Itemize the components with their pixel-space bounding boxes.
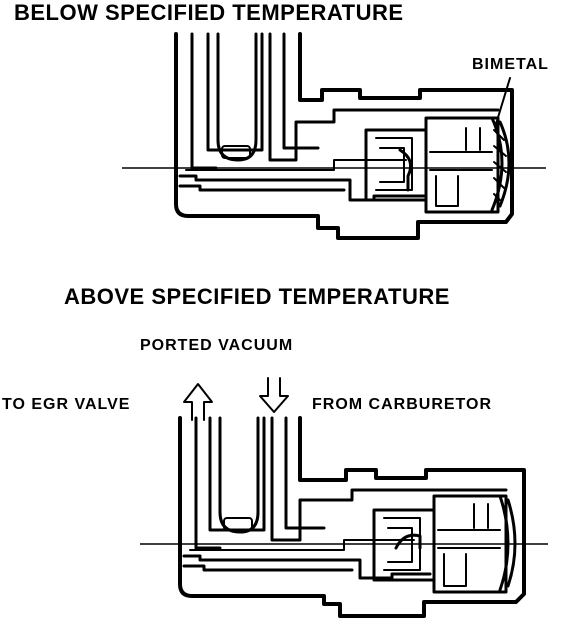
inner-passage-middle: [185, 159, 407, 171]
u-channel: [218, 416, 260, 534]
ported-vacuum-arrow-icon: [259, 377, 289, 413]
bimetal-disc: [490, 116, 511, 212]
u-channel: [216, 32, 258, 162]
u-channel-recess: [221, 145, 251, 159]
label-ported-vacuum: PORTED VACUUM: [140, 337, 294, 354]
label-bimetal: BIMETAL: [472, 56, 549, 73]
inner-passage-lower: [178, 184, 346, 192]
label-from-carburetor: FROM CARBURETOR: [312, 396, 493, 413]
valve-above-temperature: [140, 377, 548, 618]
right-port-inner: [268, 32, 500, 162]
u-channel-recess: [223, 517, 253, 531]
inner-passage-middle: [189, 539, 415, 551]
bimetal-hatch: [493, 129, 507, 201]
valve-plunger: [398, 148, 413, 192]
inner-passage-upper: [182, 554, 432, 580]
inner-passage-lower: [182, 564, 354, 572]
heading-below-temperature: BELOW SPECIFIED TEMPERATURE: [14, 0, 404, 25]
heading-above-temperature: ABOVE SPECIFIED TEMPERATURE: [64, 284, 450, 309]
left-port-inner: [190, 32, 264, 170]
piston-lines: [429, 127, 493, 207]
label-to-egr-valve: TO EGR VALVE: [2, 396, 131, 413]
bimetal-leader: [495, 77, 511, 125]
inner-passage-upper: [178, 174, 426, 202]
valve-body-outline: [174, 32, 514, 240]
right-port-inner: [270, 416, 508, 542]
valve-plunger: [394, 533, 422, 550]
valve-body-outline: [178, 416, 526, 618]
valve-below-temperature: [122, 32, 546, 240]
egr-outflow-arrow-icon: [183, 383, 213, 421]
piston-lines: [437, 503, 501, 587]
